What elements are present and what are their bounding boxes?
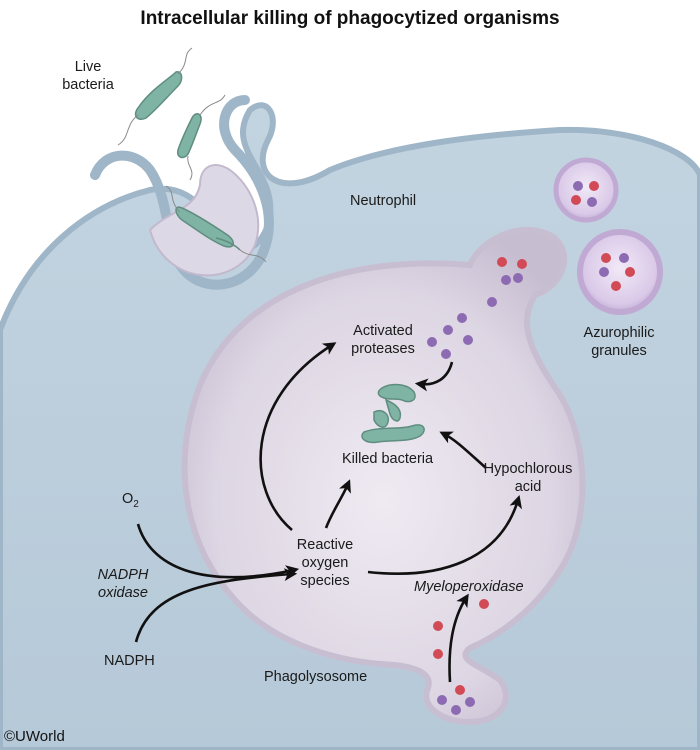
reaction-arrows	[134, 342, 522, 683]
phagocytic-cup	[90, 95, 274, 290]
arrow-o2-to-ros	[136, 523, 300, 579]
arrow-hypochlorous-to-killed	[439, 431, 487, 469]
reactive-oxygen-species-label: Reactive oxygen species	[296, 537, 354, 589]
killed-bacteria-fragments	[361, 383, 425, 444]
copyright: ©UWorld	[4, 728, 65, 745]
o2-label: O2	[122, 491, 139, 510]
phagolysosome-body	[181, 226, 586, 726]
arrow-ros-to-killed	[324, 479, 351, 529]
myeloperoxidase-label: Myeloperoxidase	[414, 579, 524, 595]
azurophilic-granule-large	[577, 229, 663, 315]
killed-bacteria-label: Killed bacteria	[342, 451, 434, 467]
nadph-label: NADPH	[104, 653, 155, 669]
azurophilic-granule-small	[553, 157, 619, 223]
arrow-mpo	[448, 593, 469, 683]
arrow-ros-to-hypochlorous	[367, 495, 522, 575]
phagolysosome-label: Phagolysosome	[264, 669, 368, 685]
arrow-proteases-to-killed	[414, 361, 454, 392]
granule-dots	[427, 181, 635, 715]
arrow-nadph-to-ros	[134, 568, 298, 643]
arrow-ros-to-proteases	[259, 342, 337, 531]
diagram-title: Intracellular killing of phagocytized or…	[140, 8, 560, 29]
neutrophil-label: Neutrophil	[350, 193, 417, 209]
live-bacteria	[134, 71, 241, 251]
bacteria-flagella	[117, 47, 267, 263]
